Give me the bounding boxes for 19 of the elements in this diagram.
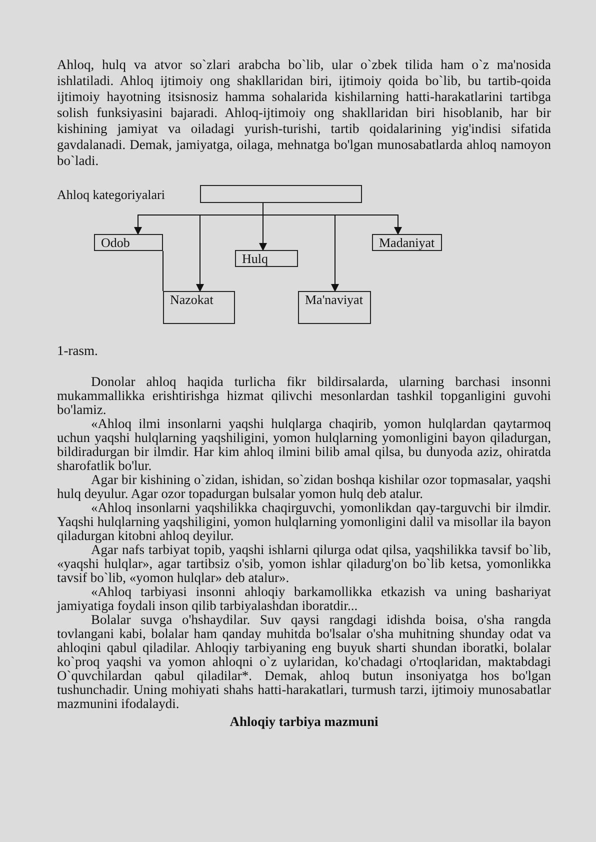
paragraph: «Ahloq ilmi insonlarni yaqshi hulqlarga chaqirib, yomon hulqlardan qaytarmoq uchun yaqshi hulqlarning yaqshiligini, yomon hulqlarning yomonligini bayon qiladurgan, bildiradurgan bir ilmdir. Har kim ahloq ilmini bilib amal qilsa, bu dunyoda aziz, ohiratda sharofatlik bo'lur. xyxy=(57,417,551,473)
paragraph: Agar nafs tarbiyat topib, yaqshi ishlarni qilurga odat qilsa, yaqshilikka tavsif bo`lib, «yaqshi hulqlar», agar tartibsiz o'sib, yomon ishlar qiladurg'on bo`lib ketsa, yomonlikka tavsif bo`lib, «yomon hulqlar» deb atalur». xyxy=(57,543,551,585)
paragraph: Donolar ahloq haqida turlicha fikr bildirsalarda, ularning barchasi insonni mukammallikka erishtirishga hizmat qilivchi mesonlardan tashkil topganligini guvohi bo'lamiz. xyxy=(57,375,551,417)
category-box: Odob xyxy=(94,234,163,251)
paragraph: «Ahloq insonlarni yaqshilikka chaqirguvchi, yomonlikdan qay-targuvchi bir ilmdir. Yaqshi hulqlarning yaqshiligini, yomon hulqlarning yomonligini dalil va misollar ila bayon qiladurgan kitobni ahloq deyilur. xyxy=(57,501,551,543)
figure-caption: 1-rasm. xyxy=(57,344,99,358)
section-heading: Ahloqiy tarbiya mazmuni xyxy=(228,714,380,729)
connector-line xyxy=(162,250,164,292)
paragraph: «Ahloq tarbiyasi insonni ahloqiy barkamollikka etkazish va uning bashariyat jamiyatiga foydali inson qilib tarbiyalashdan iboratdir... xyxy=(57,585,551,613)
category-box: Hulq xyxy=(235,250,298,267)
empty-box xyxy=(200,185,362,203)
node-label: Ahloq kategoriyalari xyxy=(57,187,165,203)
category-box: Madaniyat xyxy=(372,234,442,251)
category-box: Ma'naviyat xyxy=(298,291,371,324)
category-box: Nazokat xyxy=(163,291,235,324)
arrow xyxy=(262,202,402,235)
paragraph: Agar bir kishining o`zidan, ishidan, so`zidan boshqa kishilar ozor topmasalar, yaqshi hulq deyulur. Agar ozor topadurgan bulsalar yomon hulq deb atalur. xyxy=(57,473,551,501)
paragraph: Bolalar suvga o'hshaydilar. Suv qaysi rangdagi idishda boisa, o'sha rangda tovlangani kabi, bolalar ham qanday muhitda bo'lsalar o'sha muhitning shunday odat va ahloqini qabul qiladilar. Ahloqiy tarbiyaning eng buyuk sharti shundan iboratki, bolalar ko`proq yaqshi va yomon ahloqni o`z uylaridan, ko'chadagi o'rtoqlaridan, maktabdagi O`quvchilardan qabul qiladilar*. Demak, ahloq butun insoniyatga hos bo'lgan tushunchadir. Uning mohiyati shahs hatti-harakatlari, turmush tarzi, ijtimoiy munosabatlar mazmunini ifodalaydi. xyxy=(57,613,551,711)
paragraph: Ahloq, hulq va atvor so`zlari arabcha bo`lib, ular o`zbek tilida ham o`z ma'nosida ishlatiladi. Ahloq ijtimoiy ong shakllaridan biri, ijtimoiy qoida bo`lib, bu tartib-qoida ijtimoiy hayotning itsisnosiz hamma sohalarida kishilarning hatti-harakatlarini tartibga solish funksiyasini bajaradi. Ahloq-ijtimoiy ong shakllaridan biri hisoblanib, har bir kishining jamiyat va oiladagi yurish-turishi, tartib qoidalarining yig'indisi sifatida gavdalanadi. Demak, jamiyatga, oilaga, mehnatga bo'lgan munosabatlarda ahloq namoyon bo`ladi. xyxy=(57,57,551,169)
